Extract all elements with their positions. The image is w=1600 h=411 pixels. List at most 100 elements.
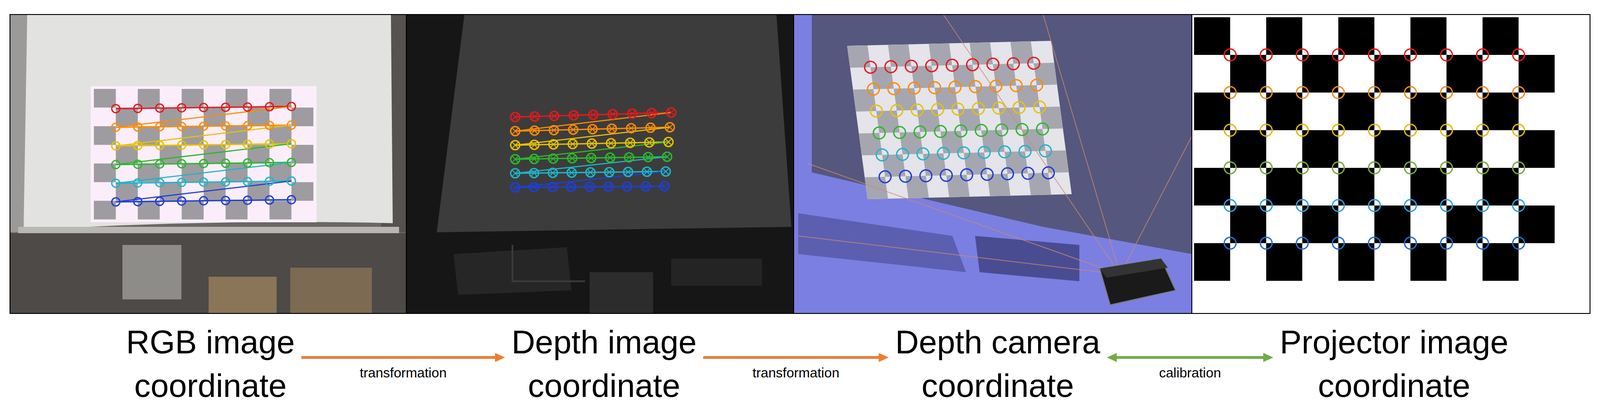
- pattern-square: [1230, 54, 1267, 93]
- pattern-marker: [1368, 199, 1381, 212]
- coordinate-text: Projector image coordinate: [1279, 323, 1509, 404]
- pattern-marker: [1224, 237, 1237, 249]
- rgb-marker: [133, 141, 142, 150]
- cloud-marker: [934, 125, 947, 138]
- depth-marker-cross: [647, 124, 654, 132]
- cloud-marker: [905, 60, 918, 73]
- cloud-marker: [917, 147, 929, 160]
- depth-marker: [529, 182, 539, 192]
- depth-marker-cross: [648, 109, 655, 117]
- depth-marker-cross: [607, 140, 615, 147]
- pattern-marker: [1512, 48, 1525, 61]
- pattern-marker: [1404, 48, 1417, 61]
- depth-marker-cross: [512, 141, 519, 149]
- depth-marker: [549, 111, 559, 121]
- depth-marker-cross: [624, 168, 632, 176]
- pattern-square: [1446, 205, 1483, 244]
- pattern-square: [1410, 243, 1447, 281]
- depth-marker-cross: [587, 169, 594, 176]
- pattern-marker: [1260, 86, 1273, 99]
- depth-marker: [510, 140, 520, 150]
- panel-separator: [1191, 14, 1193, 314]
- cloud-checker-square: [882, 154, 906, 177]
- depth-marker: [586, 153, 596, 163]
- depth-marker-cross: [629, 110, 636, 118]
- pattern-marker: [1404, 124, 1417, 137]
- cloud-marker: [1019, 145, 1031, 158]
- depth-marker: [510, 182, 520, 192]
- pattern-square: [1518, 54, 1556, 93]
- pattern-marker: [1440, 86, 1453, 99]
- depth-marker: [587, 139, 597, 149]
- rgb-marker: [287, 102, 296, 111]
- depth-marker: [622, 181, 632, 191]
- cloud-marker: [873, 126, 886, 139]
- rgb-marker: [133, 104, 142, 113]
- projector-ray: [798, 235, 1121, 275]
- depth-marker: [547, 182, 557, 192]
- pattern-square: [1302, 205, 1339, 244]
- pattern-marker: [1296, 237, 1309, 249]
- depth-marker-cross: [666, 124, 674, 131]
- depth-marker-cross: [644, 153, 652, 161]
- depth-marker-cross: [607, 140, 615, 147]
- cloud-marker: [972, 102, 985, 115]
- depth-marker-cross: [646, 139, 653, 146]
- pattern-square: [1302, 130, 1339, 168]
- rgb-marker: [221, 196, 230, 205]
- rgb-marker: [155, 122, 164, 131]
- pattern-marker: [1476, 124, 1489, 137]
- cloud-background: [793, 14, 1192, 314]
- cloud-marker: [896, 148, 909, 161]
- rgb-marker: [177, 196, 186, 205]
- pattern-square: [1482, 17, 1519, 55]
- depth-marker: [568, 139, 578, 149]
- depth-marker-cross: [625, 154, 633, 161]
- coordinate-label: Depth image coordinate: [507, 320, 702, 408]
- depth-marker-cross: [643, 168, 651, 176]
- pattern-marker: [1332, 124, 1345, 137]
- transform-arrow: [703, 352, 889, 362]
- pattern-square: [1410, 167, 1447, 206]
- depth-marker: [623, 167, 633, 177]
- cloud-marker: [887, 82, 900, 95]
- depth-marker-cross: [569, 155, 576, 162]
- rgb-marker: [177, 122, 186, 131]
- depth-marker-cross: [512, 141, 519, 149]
- pattern-marker: [1332, 161, 1345, 174]
- projection-screen: [23, 14, 393, 231]
- pattern-square: [1410, 92, 1447, 131]
- depth-marker-cross: [588, 140, 596, 147]
- pattern-marker: [1404, 199, 1417, 212]
- rgb-marker: [199, 159, 208, 168]
- pattern-square: [1482, 243, 1519, 281]
- cloud-checker-square: [946, 174, 970, 197]
- cloud-marker: [966, 58, 979, 71]
- pattern-marker: [1224, 48, 1237, 61]
- pattern-square: [1230, 130, 1267, 168]
- depth-marker-cross: [549, 169, 557, 176]
- cloud-checker-square: [911, 65, 935, 88]
- depth-marker-cross: [551, 112, 558, 120]
- projector-ray: [1043, 14, 1121, 275]
- depth-marker-cross: [586, 183, 594, 191]
- depth-marker-cross: [530, 184, 537, 191]
- pattern-square: [1518, 205, 1556, 244]
- arrow-head: [1263, 352, 1274, 362]
- pattern-marker: [1512, 161, 1525, 174]
- rgb-marker: [111, 179, 120, 188]
- depth-marker: [566, 182, 576, 192]
- pattern-marker: [1224, 86, 1237, 99]
- depth-marker: [548, 168, 558, 178]
- depth-marker-cross: [512, 127, 519, 135]
- cloud-marker: [986, 58, 999, 71]
- depth-marker-cross: [569, 140, 576, 147]
- depth-marker: [641, 181, 651, 191]
- depth-marker-cross: [587, 169, 594, 176]
- depth-marker: [659, 181, 669, 191]
- rgb-marker: [155, 197, 164, 206]
- rgb-photo: [9, 14, 407, 314]
- depth-marker: [510, 168, 520, 178]
- depth-marker-cross: [551, 112, 558, 120]
- cloud-floor: [798, 213, 966, 273]
